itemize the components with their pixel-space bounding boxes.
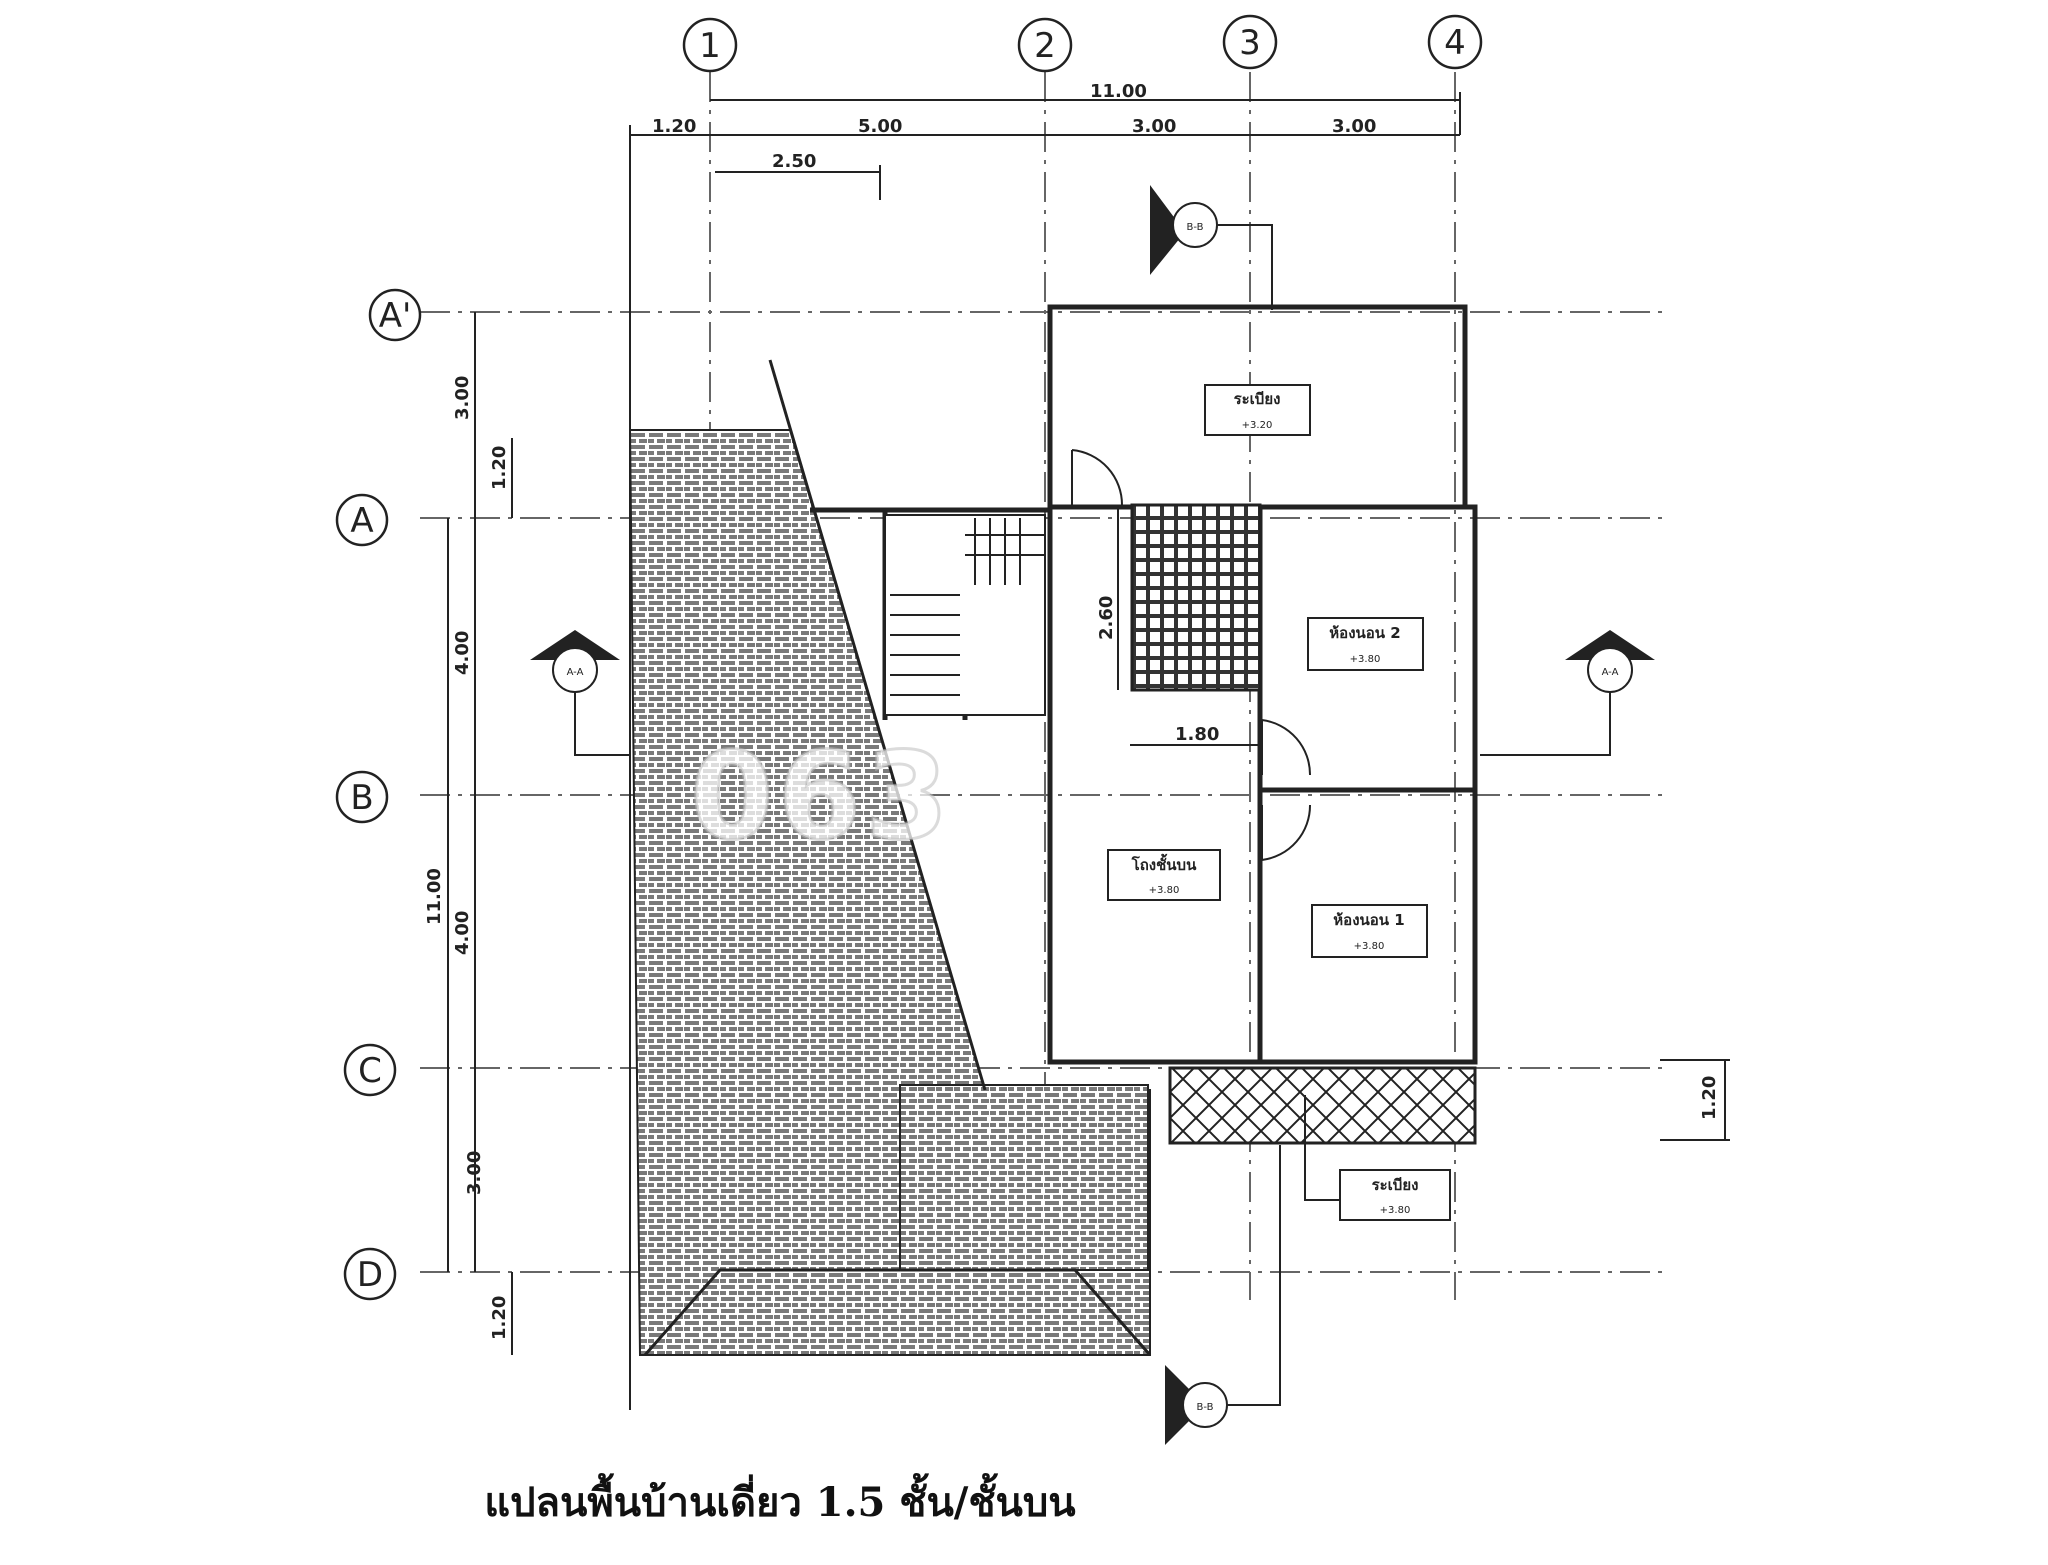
svg-text:1: 1 (699, 26, 721, 66)
svg-text:2: 2 (1034, 26, 1056, 66)
section-marker-a-right: A-A (1480, 630, 1655, 756)
svg-text:B: B (350, 778, 373, 818)
dim-left-bottom: 1.20 (489, 1296, 510, 1340)
balcony-lower-hatch (1168, 1066, 1477, 1145)
section-marker-b-top: B-B (1150, 185, 1273, 310)
room-tag-bedroom-2: ห้องนอน 2 +3.80 (1307, 617, 1424, 671)
grid-bubble-col-3: 3 (1222, 14, 1278, 70)
svg-text:A: A (350, 501, 373, 541)
svg-text:A-A: A-A (567, 667, 584, 678)
dim-top-span-2-3: 3.00 (1132, 116, 1176, 137)
dim-top-total: 11.00 (1090, 81, 1147, 102)
section-marker-a-left: A-A (530, 630, 630, 756)
dim-bath-depth: 2.60 (1096, 596, 1117, 640)
svg-text:+3.80: +3.80 (1380, 1205, 1411, 1216)
grid-bubble-col-2: 2 (1017, 17, 1073, 73)
svg-text:ระเบียง: ระเบียง (1372, 1176, 1419, 1194)
right-dimension (1660, 1059, 1730, 1141)
top-dimensions (629, 92, 1461, 1410)
grid-bubble-row-d: D (343, 1247, 397, 1301)
grid-bubble-row-a: A (335, 493, 389, 547)
plan-caption: แปลนพื้นบ้านเดี่ยว 1.5 ชั้น/ชั้นบน (484, 1479, 1076, 1526)
svg-text:+3.80: +3.80 (1354, 941, 1385, 952)
room-tag-balcony-top: ระเบียง +3.20 (1204, 384, 1311, 436)
roof-hatch-lower (899, 1084, 1149, 1271)
left-dimensions (447, 312, 513, 1355)
dim-top-half: 2.50 (772, 151, 816, 172)
room-tag-bedroom-1: ห้องนอน 1 +3.80 (1311, 904, 1428, 958)
svg-text:ระเบียง: ระเบียง (1234, 390, 1281, 408)
svg-text:C: C (358, 1051, 382, 1091)
dim-right-balcony: 1.20 (1699, 1076, 1720, 1120)
svg-text:A-A: A-A (1602, 667, 1619, 678)
section-marker-b-bottom: B-B (1165, 1145, 1281, 1445)
dim-left-ap-a: 3.00 (452, 376, 473, 420)
dim-top-span-3-4: 3.00 (1332, 116, 1376, 137)
svg-text:+3.80: +3.80 (1350, 654, 1381, 665)
svg-text:ห้องนอน 2: ห้องนอน 2 (1329, 624, 1400, 642)
svg-text:D: D (357, 1255, 383, 1295)
svg-text:B-B: B-B (1197, 1402, 1214, 1413)
dim-top-overhang: 1.20 (652, 116, 696, 137)
svg-text:+3.80: +3.80 (1149, 885, 1180, 896)
dim-top-span-1-2: 5.00 (858, 116, 902, 137)
dim-left-total: 11.00 (424, 868, 445, 925)
dim-left-b-c: 4.00 (452, 911, 473, 955)
doors (1071, 449, 1312, 861)
dim-bath-width: 1.80 (1175, 724, 1219, 745)
grid-columns: 1 2 3 4 (682, 14, 1483, 1300)
room-tag-hall: โถงชั้นบน +3.80 (1107, 849, 1221, 901)
stairs (884, 514, 1046, 716)
bathroom-tile (1130, 503, 1262, 692)
watermark: 063 (689, 727, 953, 869)
svg-text:โถงชั้นบน: โถงชั้นบน (1131, 853, 1197, 874)
grid-bubble-row-a-prime: A' (368, 288, 422, 342)
svg-text:ห้องนอน 1: ห้องนอน 1 (1333, 911, 1404, 929)
room-tag-balcony-bottom: ระเบียง +3.80 (1304, 1095, 1451, 1221)
grid-bubble-col-1: 1 (682, 17, 738, 73)
dim-left-a-b: 4.00 (452, 631, 473, 675)
grid-bubble-row-c: C (343, 1043, 397, 1097)
dim-left-c-d: 3.00 (464, 1151, 485, 1195)
svg-text:B-B: B-B (1187, 222, 1204, 233)
svg-text:+3.20: +3.20 (1242, 420, 1273, 431)
grid-bubble-col-4: 4 (1427, 14, 1483, 70)
svg-text:3: 3 (1239, 23, 1261, 63)
svg-text:A': A' (379, 296, 412, 336)
grid-bubble-row-b: B (335, 770, 389, 824)
svg-text:4: 4 (1444, 23, 1466, 63)
dim-left-ap-a-inner: 1.20 (489, 446, 510, 490)
